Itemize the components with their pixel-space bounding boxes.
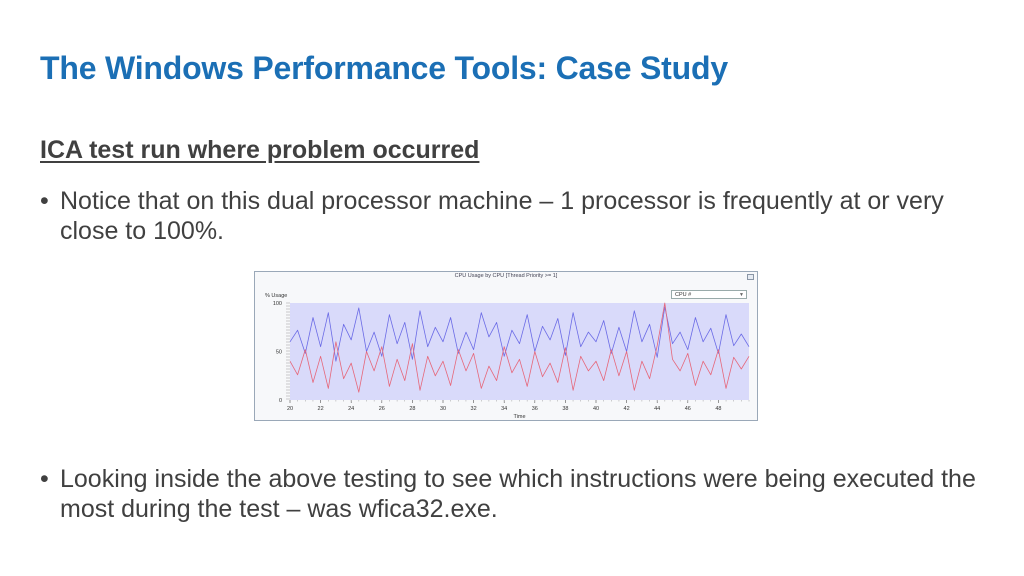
x-tick-label: 24 (348, 406, 354, 412)
x-axis-label: Time (513, 414, 525, 420)
x-tick-label: 22 (318, 406, 324, 412)
chevron-down-icon: ▼ (739, 292, 744, 298)
x-tick-label: 40 (593, 406, 599, 412)
bullet-text-2: Looking inside the above testing to see … (60, 465, 976, 523)
y-tick-label: 0 (279, 398, 282, 404)
x-tick-label: 34 (501, 406, 507, 412)
y-tick-label: 100 (273, 301, 282, 307)
x-tick-label: 46 (685, 406, 691, 412)
y-tick-label: 50 (276, 350, 282, 356)
slide-subheading: ICA test run where problem occurred (40, 136, 480, 164)
x-tick-label: 32 (471, 406, 477, 412)
graph-window-title: CPU Usage by CPU [Thread Priority >= 1] (454, 273, 558, 279)
y-axis-label: % Usage (265, 293, 287, 299)
x-tick-label: 26 (379, 406, 385, 412)
cpu-series-line-2 (289, 302, 750, 393)
x-tick-label: 44 (654, 406, 660, 412)
bullet-text-1: Notice that on this dual processor machi… (60, 187, 944, 245)
x-tick-label: 30 (440, 406, 446, 412)
bullet-item-1: • Notice that on this dual processor mac… (40, 186, 990, 246)
x-tick-label: 48 (715, 406, 721, 412)
bullet-marker: • (40, 187, 49, 215)
plot-area (290, 303, 749, 400)
slide-title: The Windows Performance Tools: Case Stud… (40, 50, 728, 86)
x-tick-label: 38 (562, 406, 568, 412)
x-tick-label: 42 (624, 406, 630, 412)
window-control-button (747, 274, 754, 280)
bullet-marker: • (40, 465, 49, 493)
bullet-item-2: • Looking inside the above testing to se… (40, 464, 990, 524)
x-tick-label: 28 (409, 406, 415, 412)
x-tick-label: 36 (532, 406, 538, 412)
cpu-select-dropdown: CPU # ▼ (671, 290, 747, 299)
x-tick-label: 20 (287, 406, 293, 412)
cpu-usage-chart: 0 50 100 20 22 24 26 28 30 32 34 36 38 40 42 44 46 48 % … (265, 293, 750, 420)
cpu-usage-screenshot: CPU Usage by CPU [Thread Priority >= 1] … (254, 271, 758, 421)
cpu-select-label: CPU # (675, 292, 692, 298)
